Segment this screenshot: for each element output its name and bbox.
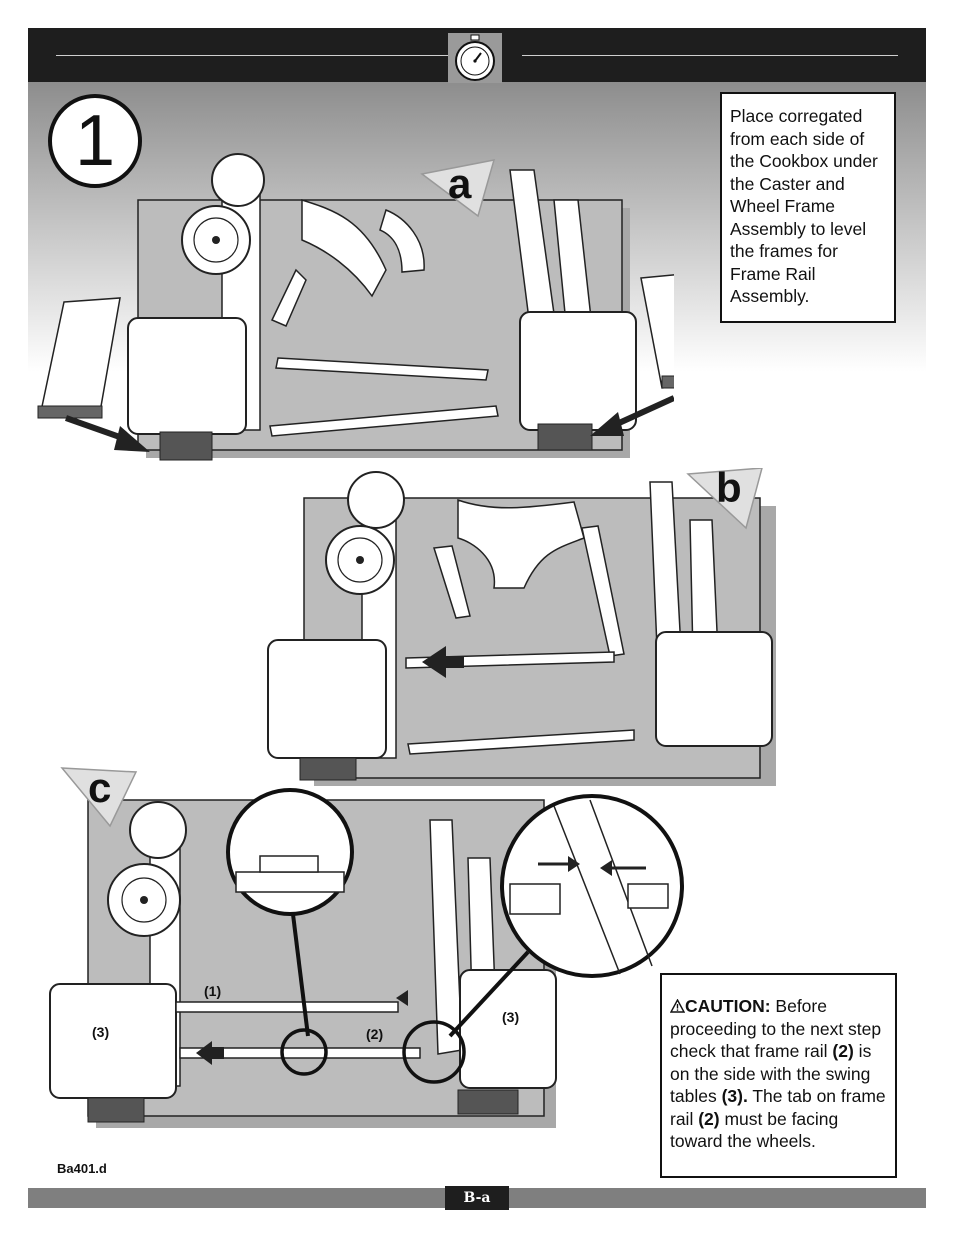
page-number: B-a	[445, 1186, 509, 1210]
callout-table-right: (3)	[502, 1009, 519, 1025]
caution-box: CAUTION: Before proceeding to the next s…	[660, 973, 897, 1178]
panel-c-label: c	[88, 764, 111, 811]
caution-text: The tab on frame rail	[670, 1086, 886, 1129]
panel-b-label: b	[716, 468, 742, 511]
panel-b-illustration: b	[267, 468, 776, 786]
panel-a-label: a	[448, 160, 472, 207]
header-rule-left	[56, 55, 461, 56]
caution-ref: (2)	[832, 1041, 854, 1061]
header-rule-right	[522, 55, 898, 56]
instruction-box: Place corregated from each side of the C…	[720, 92, 896, 323]
caution-ref: (3).	[721, 1086, 748, 1106]
stopwatch-icon	[448, 33, 502, 83]
caution-text: must be facing toward the wheels.	[670, 1108, 839, 1152]
step-number: 1	[48, 94, 142, 188]
callout-rail-2: (2)	[366, 1026, 383, 1042]
callout-table-left: (3)	[92, 1024, 109, 1040]
panel-c-illustration: (3) (3) (1) (2) c	[49, 764, 684, 1128]
document-code: Ba401.d	[57, 1161, 107, 1176]
callout-rail-1: (1)	[204, 983, 221, 999]
panel-a-illustration: a	[37, 153, 674, 461]
instruction-text: Place corregated from each side of the C…	[730, 106, 878, 306]
caution-text: Before proceeding to the next step check…	[670, 996, 882, 1061]
caution-label: CAUTION:	[685, 996, 771, 1016]
caution-ref: (2)	[698, 1108, 720, 1129]
warning-triangle-icon	[669, 998, 686, 1013]
caution-text: is on the side with the swing tables	[670, 1041, 872, 1106]
